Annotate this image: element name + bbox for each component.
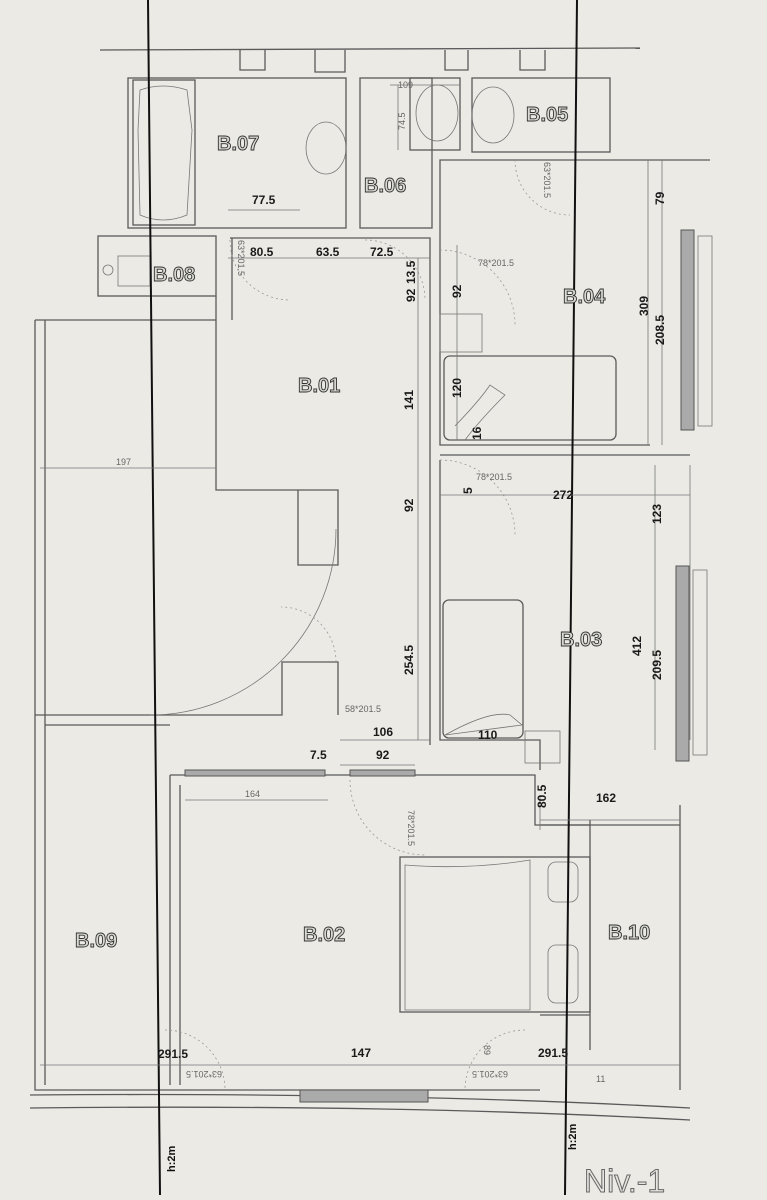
dim-label: 63.5 — [316, 245, 340, 259]
room-labels: B.07 B.06 B.05 B.08 B.04 B.01 B.03 B.02 … — [75, 104, 651, 953]
door-size-label: 78*201.5 — [406, 810, 416, 846]
dim-label: 162 — [596, 791, 616, 805]
door-size-label: 58*201.5 — [345, 704, 381, 714]
dim-label: 208.5 — [653, 315, 667, 345]
dim-label: 412 — [630, 636, 644, 656]
dim-label: 209.5 — [650, 650, 664, 680]
room-label-b03: B.03 — [560, 629, 602, 651]
dim-label: 291.5 — [538, 1046, 568, 1060]
door-size-label: 78*201.5 — [478, 258, 514, 268]
reference-lines — [147, 0, 578, 1196]
door-labels: 63*201.5 63*201.5 78*201.5 78*201.5 58*2… — [186, 162, 552, 1079]
room-label-b09: B.09 — [75, 930, 117, 952]
dim-label: 92 — [402, 498, 416, 512]
dim-label: 5 — [461, 487, 475, 494]
dim-label: 7.5 — [310, 748, 327, 762]
dim-label: 77.5 — [252, 193, 276, 207]
walls — [29, 47, 710, 1121]
door-size-label: 63*201.5 — [236, 240, 246, 276]
room-label-b10: B.10 — [608, 922, 650, 944]
dimension-lines — [40, 84, 691, 1066]
dimension-labels: 109 74.5 77.5 80.5 63.5 72.5 92 13.5 92 … — [116, 80, 667, 1084]
dim-label: 120 — [450, 378, 464, 398]
windows — [184, 229, 713, 1103]
dim-label: 147 — [351, 1046, 371, 1060]
door-size-label: 63*201.5 — [542, 162, 552, 198]
height-mark: h:2m — [567, 1124, 579, 1151]
dim-label: 92 — [376, 748, 390, 762]
dim-label: 309 — [637, 296, 651, 316]
dim-label: 197 — [116, 457, 131, 467]
dim-label: 109 — [398, 80, 413, 90]
dim-label: 92 — [404, 288, 418, 302]
height-mark: h:2m — [166, 1146, 178, 1173]
dim-label: 291.5 — [158, 1047, 188, 1061]
room-label-b01: B.01 — [298, 375, 340, 397]
room-label-b04: B.04 — [563, 286, 606, 308]
dim-label: 272 — [553, 488, 573, 502]
door-size-label: 63*201.5 — [186, 1069, 222, 1079]
dim-label: 123 — [650, 504, 664, 524]
dim-label: 141 — [402, 390, 416, 410]
dim-label: 164 — [245, 789, 260, 799]
dim-label: 110 — [478, 728, 498, 742]
room-label-b08: B.08 — [153, 264, 195, 286]
room-label-b06: B.06 — [364, 175, 406, 197]
dim-label: 13.5 — [404, 260, 418, 284]
door-size-label: 78*201.5 — [476, 472, 512, 482]
dim-label: 254.5 — [402, 645, 416, 675]
dim-label: 80.5 — [250, 245, 274, 259]
dim-label: 79 — [653, 191, 667, 205]
room-label-b05: B.05 — [526, 104, 568, 126]
dim-label: 89 — [482, 1045, 492, 1055]
room-label-b02: B.02 — [303, 924, 345, 946]
dim-label: 11 — [596, 1074, 605, 1084]
dim-label: 106 — [373, 725, 393, 739]
dim-label: 80.5 — [535, 784, 549, 808]
level-label: Niv.-1 — [584, 1163, 665, 1199]
dim-label: 16 — [470, 426, 484, 440]
room-label-b07: B.07 — [217, 133, 259, 155]
dim-label: 74.5 — [397, 112, 407, 130]
dim-label: 72.5 — [370, 245, 394, 259]
door-size-label: 63*201.5 — [472, 1069, 508, 1079]
dim-label: 92 — [450, 284, 464, 298]
doors — [164, 159, 571, 1091]
